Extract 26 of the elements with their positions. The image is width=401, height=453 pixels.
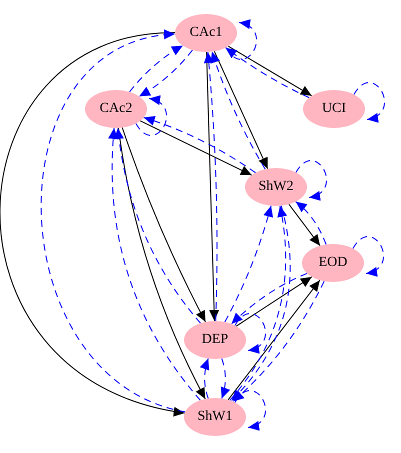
state-ellipse: EOD: [302, 244, 364, 282]
arrow: [108, 127, 201, 401]
arrow: [295, 160, 328, 200]
arrow: [288, 204, 321, 246]
state-ellipse: ShW2: [245, 168, 307, 206]
arrow: [200, 358, 210, 399]
arrow: [206, 52, 220, 322]
arrow: [220, 358, 230, 399]
state-ellipse: ShW1: [184, 398, 246, 436]
arrow: [118, 127, 206, 400]
arrow: [352, 236, 384, 276]
arrow: [234, 390, 266, 430]
arrow: [353, 82, 386, 122]
arrow: [135, 96, 168, 136]
arrow: [0, 32, 186, 416]
arrow: [40, 31, 186, 412]
arrow: [204, 51, 218, 322]
arrow: [234, 313, 266, 352]
arrow: [129, 45, 184, 92]
arrow: [138, 50, 193, 97]
state-ellipse: UCI: [303, 90, 365, 128]
arrow: [224, 205, 273, 322]
state-ellipse: CAc2: [85, 90, 147, 128]
state-ellipse: DEP: [184, 321, 246, 359]
arrow: [295, 201, 327, 245]
state-ellipse: CAc1: [175, 14, 237, 52]
